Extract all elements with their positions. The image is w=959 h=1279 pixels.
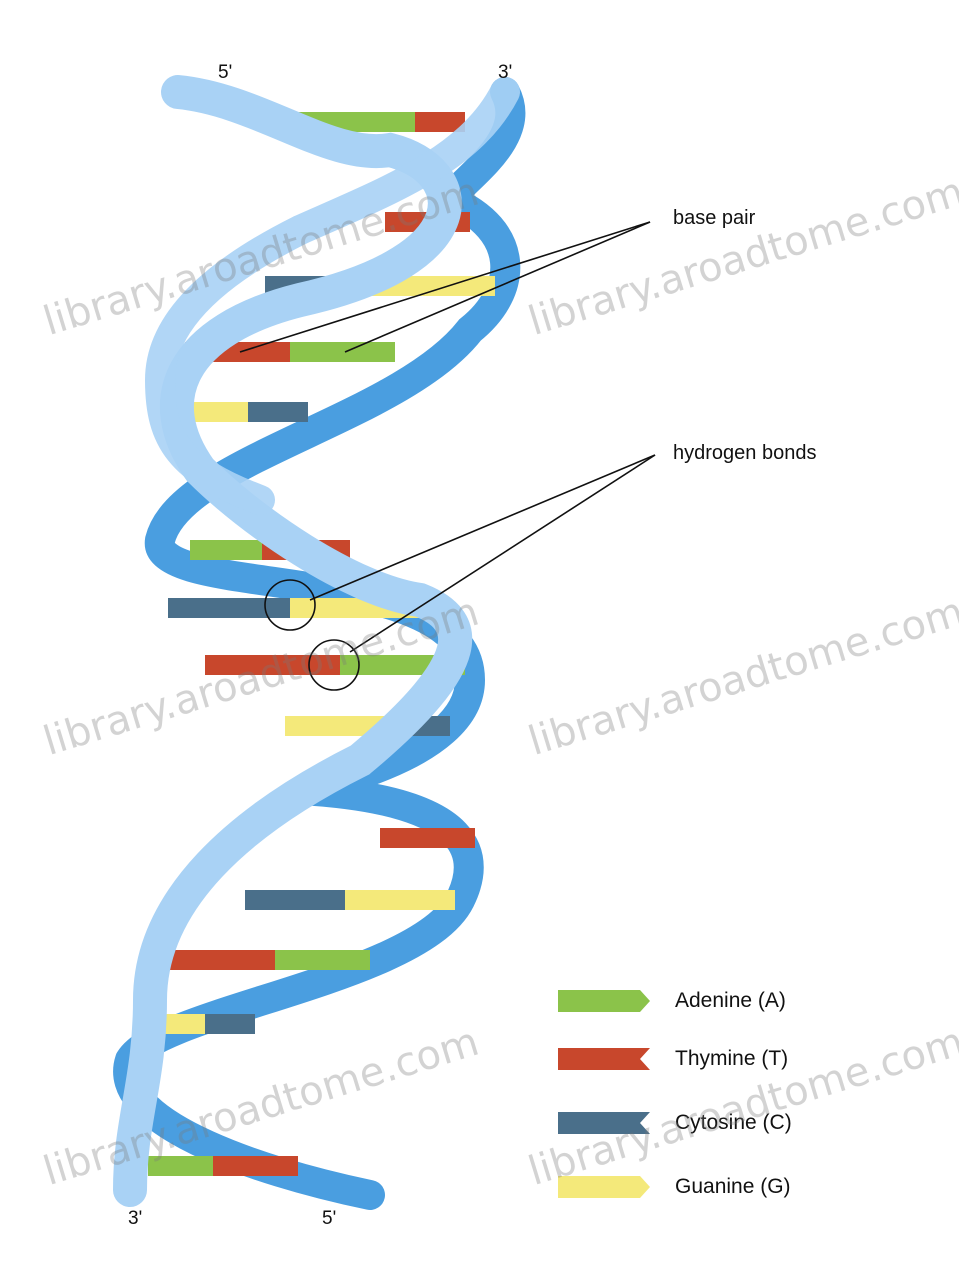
legend-label-adenine: Adenine (A) xyxy=(675,989,786,1013)
label-3-prime-top: 3' xyxy=(498,62,512,84)
base-pair-7-left xyxy=(168,598,290,618)
base-pair-11-right xyxy=(345,890,455,910)
base-pair-12-right xyxy=(275,950,370,970)
label-base-pair: base pair xyxy=(673,207,755,230)
legend-swatch-adenine xyxy=(558,990,650,1012)
base-pair-13-right xyxy=(205,1014,255,1034)
base-pair-4-right xyxy=(290,342,395,362)
legend-swatch-thymine xyxy=(558,1048,650,1070)
label-5-prime-bottom: 5' xyxy=(322,1208,336,1230)
base-pair-10 xyxy=(380,828,475,848)
base-pair-11-left xyxy=(245,890,345,910)
base-pair-12-left xyxy=(170,950,275,970)
label-hydrogen-bonds: hydrogen bonds xyxy=(673,442,816,465)
base-pair-5-right xyxy=(248,402,308,422)
legend-label-thymine: Thymine (T) xyxy=(675,1047,788,1071)
hydrogen-bond-pointer-1 xyxy=(310,455,655,600)
base-pair-14-right xyxy=(213,1156,298,1176)
base-pair-6-left xyxy=(190,540,265,560)
legend-label-guanine: Guanine (G) xyxy=(675,1175,791,1199)
label-5-prime-top: 5' xyxy=(218,62,232,84)
label-3-prime-bottom: 3' xyxy=(128,1208,142,1230)
